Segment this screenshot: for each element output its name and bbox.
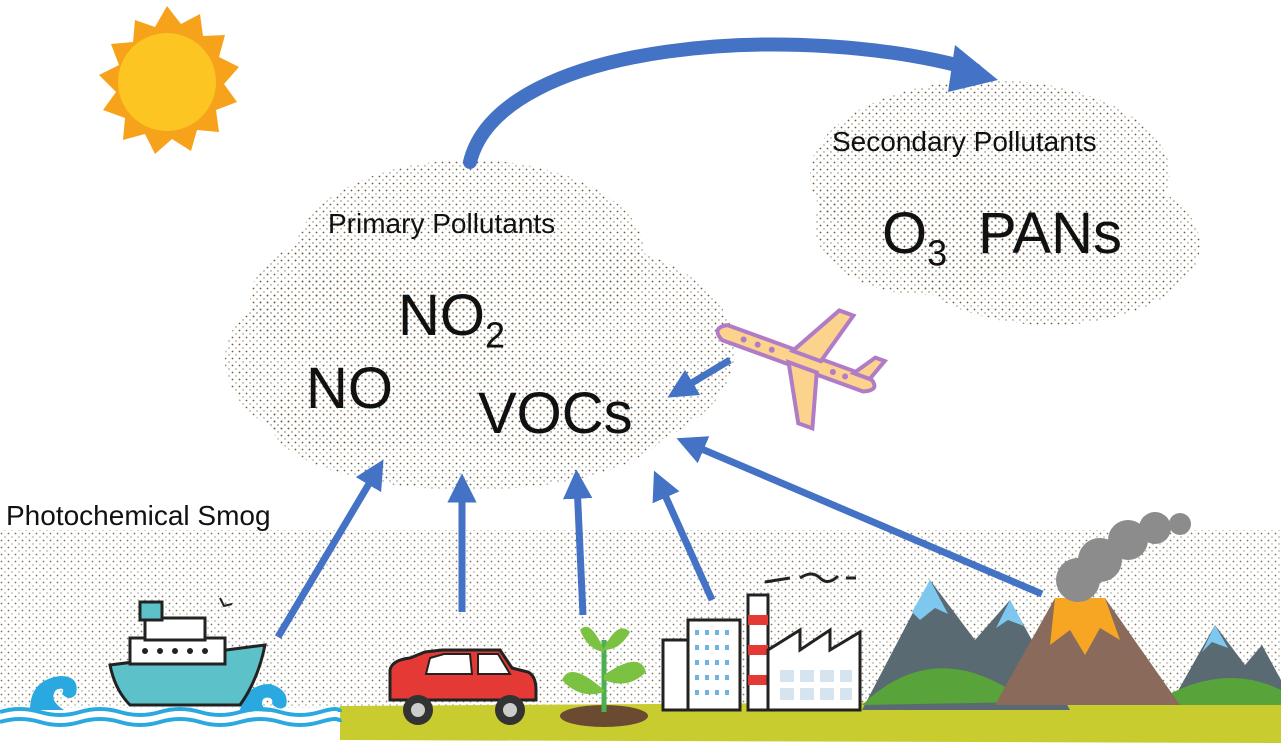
ozone-label: O3 <box>882 201 948 274</box>
primary-pollutants-cloud <box>225 160 735 490</box>
no-label: NO <box>306 356 393 421</box>
volcano-icon <box>995 512 1191 705</box>
plant-icon <box>560 626 648 727</box>
diagram-title: Photochemical Smog <box>6 500 271 531</box>
formation-arrow <box>463 37 982 169</box>
airplane-icon <box>715 308 889 432</box>
secondary-pollutants-cloud <box>810 80 1200 325</box>
formation-arrowhead <box>948 45 998 92</box>
pans-label: PANs <box>978 201 1122 266</box>
primary-pollutants-heading: Primary Pollutants <box>328 208 556 239</box>
ship-icon <box>108 597 267 707</box>
office-building-icon <box>661 618 742 712</box>
vocs-label: VOCs <box>478 381 633 446</box>
factory-icon <box>746 572 862 712</box>
no2-label: NO2 <box>398 283 505 356</box>
emission-arrows <box>274 356 1044 639</box>
car-icon <box>388 648 538 725</box>
secondary-pollutants-heading: Secondary Pollutants <box>832 126 1097 157</box>
waves-icon <box>0 676 342 743</box>
sun-icon <box>99 6 239 154</box>
